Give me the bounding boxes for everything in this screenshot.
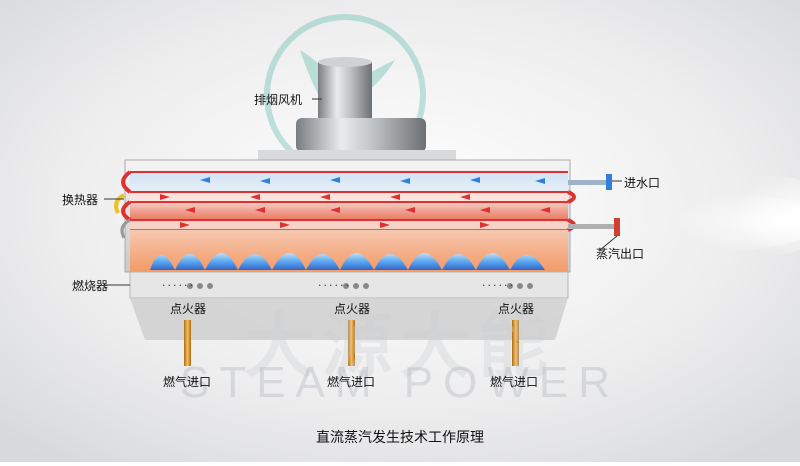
exhaust-fan (258, 57, 456, 162)
label-water-inlet: 进水口 (624, 176, 661, 190)
igniter-nozzles (187, 283, 533, 289)
igniter-dots: ...... (318, 276, 351, 289)
leader-lines (104, 180, 622, 286)
igniter-label: 点火器 (334, 302, 371, 316)
watermark-steam-power: STEAM POWER (179, 358, 621, 407)
gas-inlet-label: 燃气进口 (490, 375, 539, 389)
igniter-label: 点火器 (498, 302, 535, 316)
burner-base (129, 271, 569, 340)
left-bends (114, 170, 132, 239)
igniter-dots: ...... (482, 276, 515, 289)
water-inlet-pipe (568, 174, 612, 190)
gas-inlet-label: 燃气进口 (163, 375, 212, 389)
burner-flames (150, 253, 545, 270)
diagram-caption: 直流蒸汽发生技术工作原理 (316, 430, 484, 446)
heat-exchanger (130, 171, 568, 231)
gas-pipes (184, 320, 519, 366)
watermark-chinese: 大源大能 (244, 305, 556, 387)
water-flow-arrows (200, 177, 545, 184)
steam-flow-arrows (160, 194, 550, 228)
label-fan: 排烟风机 (254, 93, 303, 107)
steam-plume-outer (710, 175, 800, 255)
label-heat-exchanger: 换热器 (62, 193, 99, 207)
steam-outlet-pipe (568, 218, 620, 236)
igniter-dots: ...... (162, 276, 195, 289)
label-steam-outlet: 蒸汽出口 (596, 247, 645, 261)
igniter-label: 点火器 (170, 302, 207, 316)
label-burner: 燃烧器 (72, 279, 109, 293)
gas-inlet-label: 燃气进口 (327, 375, 376, 389)
